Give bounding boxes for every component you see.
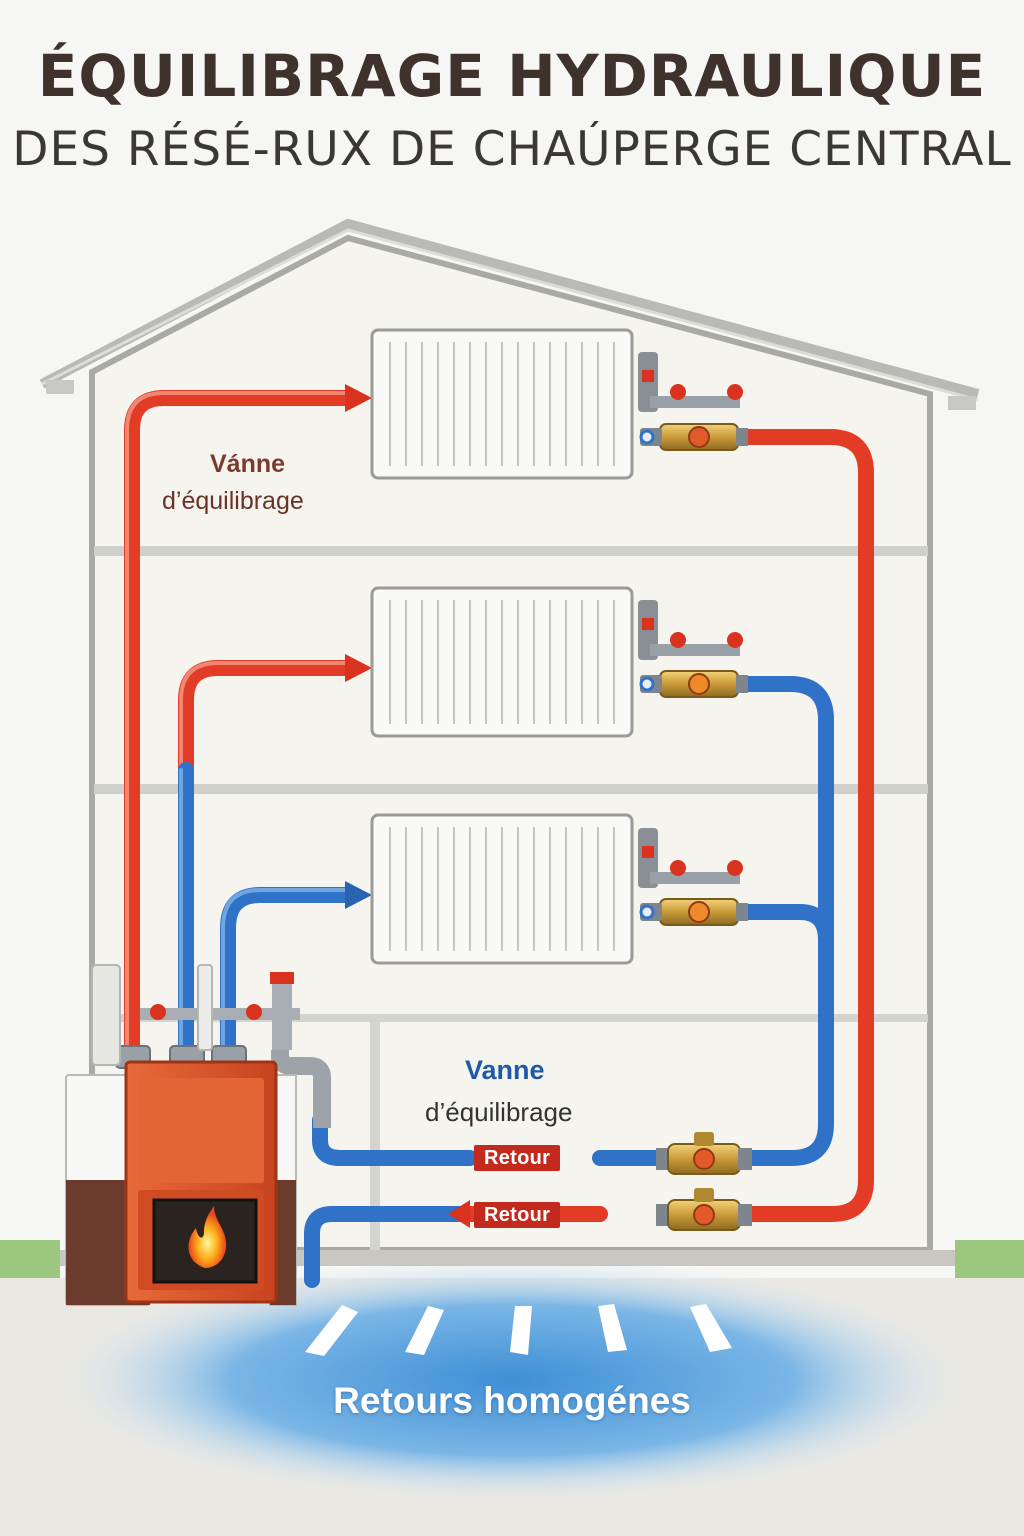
radiator-icon: [370, 586, 634, 738]
thermostatic-valve-icon: [638, 352, 748, 451]
footer-label: Retours homogénes: [333, 1380, 691, 1421]
return-tag-2: Retour: [474, 1202, 561, 1228]
flow-marks: [305, 1304, 732, 1356]
valve-label-top-title: Vánne: [210, 450, 286, 478]
water-pool: [42, 1255, 982, 1505]
arrow-icon: [345, 384, 470, 1228]
valve-label-top-sub: d’équilibrage: [162, 487, 304, 515]
grass-left: [0, 1240, 60, 1280]
thermostatic-valve-icon: [638, 600, 748, 698]
radiator-icon: [370, 328, 634, 480]
valve-label-bottom-title: Vanne: [465, 1055, 545, 1085]
return-tag-1: Retour: [474, 1145, 561, 1171]
grass-right: [955, 1240, 1024, 1280]
title-sub: DES RÉSÉ-RUX DE CHAÚPERGE CENTRAL: [12, 122, 1012, 177]
radiator-icon: [370, 813, 634, 965]
flame-icon: [188, 1206, 227, 1268]
valve-label-bottom-sub: d’équilibrage: [425, 1097, 573, 1127]
thermostatic-valve-icon: [638, 828, 748, 926]
balancing-valve-icon: [656, 1132, 752, 1175]
balancing-valve-icon: [656, 1188, 752, 1231]
boiler-icon: [65, 1060, 297, 1306]
supply-highlights: [125, 391, 347, 1062]
title-main: ÉQUILIBRAGE HYDRAULIQUE: [37, 42, 987, 110]
